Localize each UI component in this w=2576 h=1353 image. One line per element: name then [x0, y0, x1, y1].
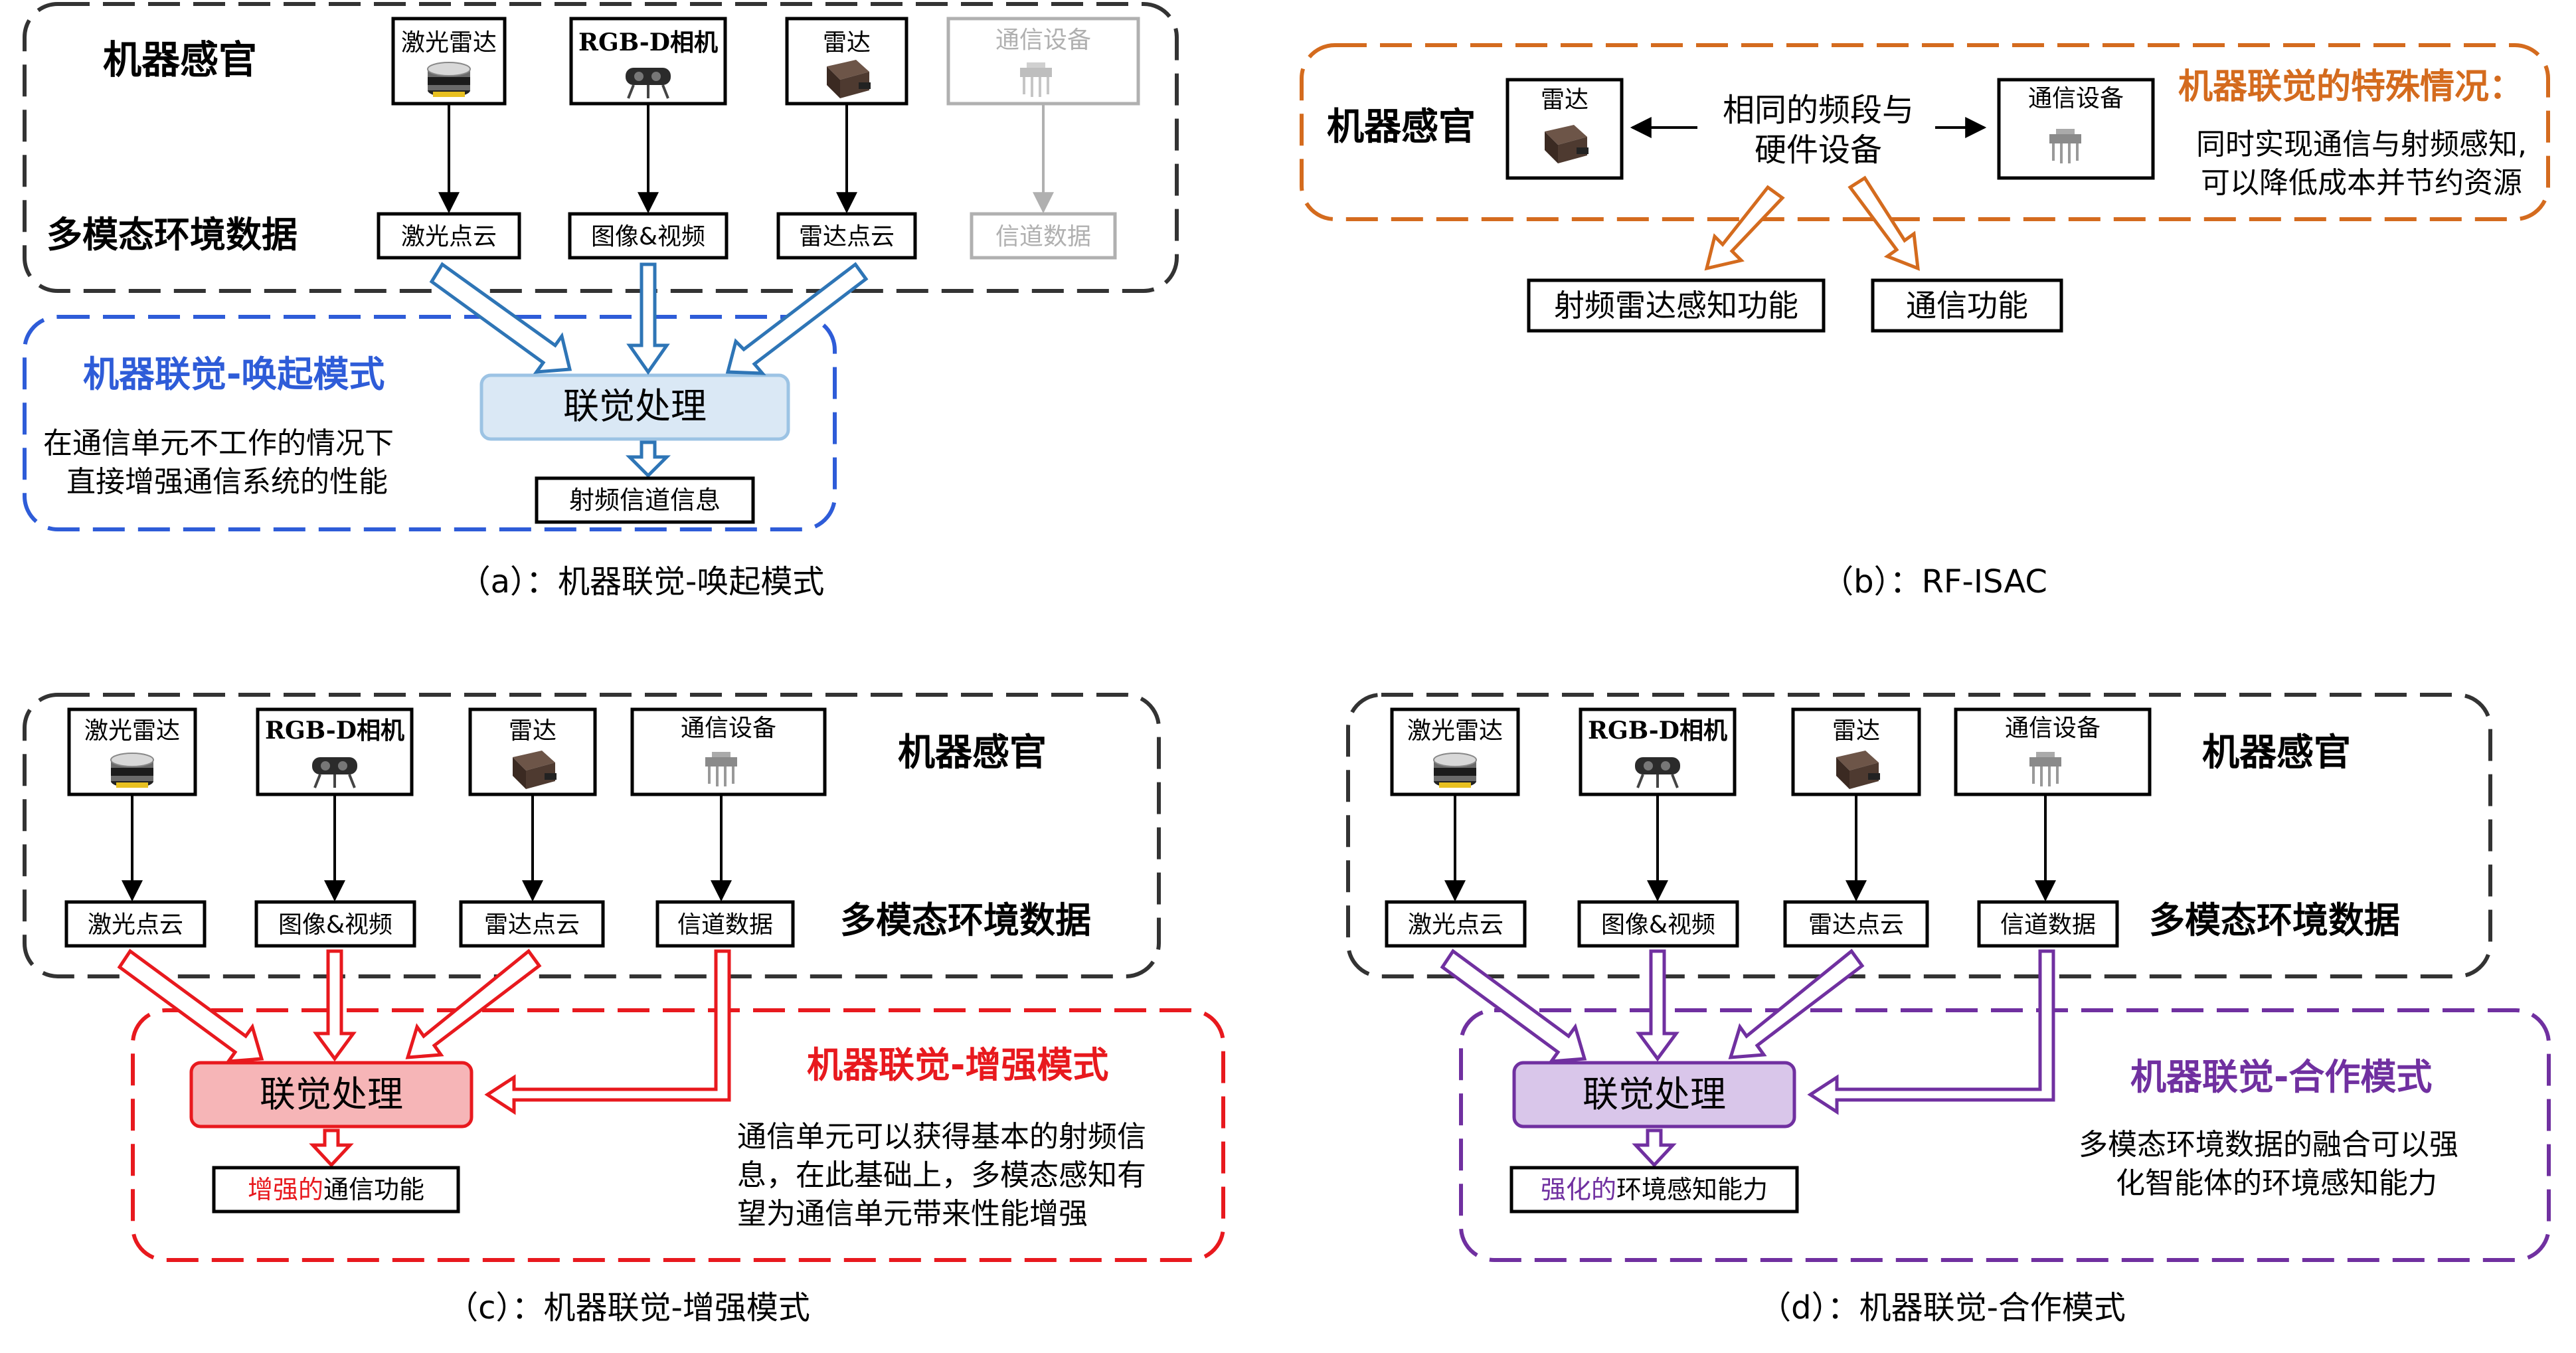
special-desc-line: 可以降低成本并节约资源	[2201, 166, 2522, 200]
panel-b: 机器感官 雷达 相同的频段与 硬件设备 通信设备 机器联觉的特殊情况： 同时实现…	[1300, 43, 2550, 600]
special-desc-line: 同时实现通信与射频感知,	[2196, 128, 2527, 161]
mode-desc-line: 直接增强通信系统的性能	[66, 465, 388, 499]
sensor-label: 通信设备	[2005, 715, 2101, 742]
fusion-arrows	[117, 948, 731, 1168]
mode-title: 机器联觉-增强模式	[807, 1044, 1108, 1086]
sensor-lidar: 激光雷达	[391, 17, 507, 106]
mode-title: 机器联觉-唤起模式	[83, 353, 385, 395]
data-label: 雷达点云	[1808, 911, 1904, 939]
sensor-label: RGB-D相机	[1588, 717, 1727, 745]
mode-desc-line: 多模态环境数据的融合可以强	[2079, 1128, 2458, 1162]
panel-d: 机器感官 多模态环境数据 激光雷达 RGB-D相机 雷达 通信设备 激光点云 图…	[1346, 693, 2551, 1326]
env-data-label: 多模态环境数据	[46, 214, 298, 256]
organ-label: 机器感官	[1327, 106, 1476, 149]
sensor-label: RGB-D相机	[265, 717, 404, 745]
lidar-icon	[427, 62, 471, 98]
output-label: 射频信道信息	[569, 486, 721, 515]
sensor-comm-device: 通信设备	[946, 17, 1140, 106]
mode-desc-line: 息，在此基础上，多模态感知有	[737, 1158, 1146, 1192]
mode-desc-line: 在通信单元不工作的情况下	[43, 426, 394, 460]
env-data-label: 多模态环境数据	[2149, 899, 2400, 941]
sensor-label: 雷达	[1832, 717, 1880, 745]
output-label: 增强的通信功能	[248, 1175, 424, 1204]
sensor-label: 激光雷达	[1407, 717, 1503, 745]
sensor-label: 激光雷达	[401, 29, 497, 56]
sensor-label: RGB-D相机	[578, 29, 718, 56]
output-right: 通信功能	[1906, 288, 2028, 323]
caption-b: （b）：RF-ISAC	[1822, 563, 2047, 600]
process-box	[479, 373, 790, 441]
sensor-rgbd-camera: RGB-D相机	[569, 17, 727, 106]
split-arrows	[1704, 175, 1920, 271]
data-label: 激光点云	[1408, 911, 1503, 939]
data-label: 图像&视频	[591, 223, 705, 250]
sensor-label: 通信设备	[2028, 85, 2124, 112]
data-label: 雷达点云	[484, 911, 580, 939]
data-label: 信道数据	[2000, 911, 2096, 939]
process-label: 联觉处理	[563, 385, 707, 427]
process-label: 联觉处理	[260, 1073, 403, 1115]
output-left: 射频雷达感知功能	[1554, 288, 1798, 323]
data-label: 图像&视频	[1601, 911, 1715, 939]
mode-desc-line: 望为通信单元带来性能增强	[737, 1197, 1088, 1231]
mode-desc-line: 化智能体的环境感知能力	[2116, 1166, 2437, 1200]
output-label: 强化的环境感知能力	[1541, 1175, 1768, 1204]
output-rest: 环境感知能力	[1616, 1175, 1768, 1204]
data-label: 图像&视频	[278, 911, 392, 939]
process-box	[189, 1061, 473, 1128]
data-label: 信道数据	[995, 223, 1091, 250]
panel-a: 机器感官 多模态环境数据 激光雷达 RGB-D相机 雷达 通信设备	[23, 2, 1179, 600]
caption-a: （a）：机器联觉-唤起模式	[459, 563, 825, 600]
mode-title: 机器联觉-合作模式	[2130, 1056, 2432, 1098]
fusion-arrows	[1440, 948, 2055, 1168]
env-data-label: 多模态环境数据	[840, 899, 1091, 941]
data-label: 雷达点云	[799, 223, 895, 250]
center-line: 相同的频段与	[1723, 92, 1914, 129]
caption-c: （c）：机器联觉-增强模式	[446, 1289, 810, 1326]
organ-label: 机器感官	[2202, 731, 2351, 774]
lidar-icon	[1433, 753, 1477, 788]
caption-d: （d）：机器联觉-合作模式	[1759, 1289, 2126, 1326]
process-box	[1512, 1061, 1796, 1128]
sensor-label: 雷达	[823, 29, 871, 56]
special-title: 机器联觉的特殊情况：	[2178, 67, 2524, 107]
data-label: 激光点云	[88, 911, 183, 939]
data-label: 信道数据	[677, 911, 773, 939]
sensor-label: 雷达	[1541, 86, 1589, 114]
mode-desc-line: 通信单元可以获得基本的射频信	[737, 1120, 1146, 1154]
sensor-label: 通信设备	[995, 27, 1091, 54]
output-highlight: 强化的	[1541, 1175, 1616, 1204]
panel-c: 机器感官 多模态环境数据 激光雷达 RGB-D相机 雷达 通信设备 激光点云 图…	[23, 693, 1225, 1326]
lidar-icon	[110, 753, 154, 788]
organ-label: 机器感官	[898, 731, 1047, 774]
sensor-label: 雷达	[509, 717, 557, 745]
sensor-radar: 雷达	[785, 17, 908, 106]
center-line: 硬件设备	[1755, 132, 1882, 169]
output-highlight: 增强的	[248, 1175, 323, 1204]
data-label: 激光点云	[401, 223, 497, 250]
sensor-label: 激光雷达	[84, 717, 180, 745]
organ-label: 机器感官	[103, 37, 257, 82]
fusion-arrows	[429, 262, 869, 478]
output-rest: 通信功能	[323, 1175, 424, 1204]
process-label: 联觉处理	[1583, 1073, 1726, 1115]
sensor-label: 通信设备	[681, 715, 776, 742]
